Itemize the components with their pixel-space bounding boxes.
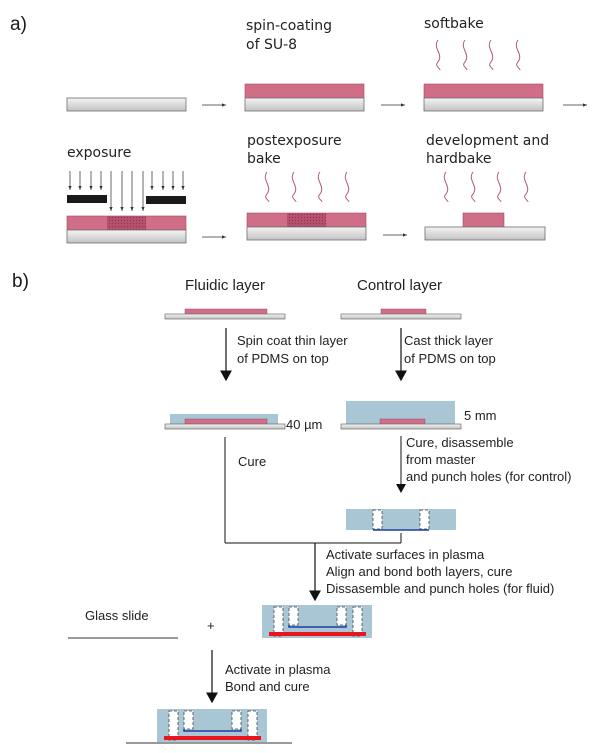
control-master — [340, 308, 462, 320]
control-layer-title: Control layer — [357, 277, 442, 294]
heat-wave-icon — [344, 171, 350, 203]
control-punch-hole — [231, 710, 242, 730]
control-punch-hole — [288, 606, 299, 626]
control-block — [346, 509, 456, 531]
bonded-chip — [262, 605, 372, 638]
heat-waves — [264, 171, 350, 203]
label-peb-line2: bake — [247, 151, 281, 167]
step-substrate — [66, 97, 187, 112]
heat-wave-icon — [496, 171, 502, 203]
heat-wave-icon — [515, 39, 521, 71]
bond-line2: Align and bond both layers, cure — [326, 564, 512, 579]
control-punch-hole — [183, 710, 194, 730]
heat-waves — [443, 171, 529, 203]
fluidic-pdms — [164, 414, 286, 430]
control-cure-line3: and punch holes (for control) — [406, 469, 571, 484]
su8-layer — [423, 83, 544, 99]
heat-wave-icon — [488, 39, 494, 71]
wafer — [340, 313, 462, 320]
fluid-punch-hole — [247, 710, 258, 741]
step-development: development and hardbake — [424, 133, 549, 241]
heat-wave-icon — [523, 171, 529, 203]
wafer — [244, 97, 365, 112]
panel-a-label: a) — [10, 14, 27, 35]
fluid-punch-hole — [168, 710, 179, 741]
final-line2: Bond and cure — [225, 679, 310, 694]
exposed-region — [287, 213, 326, 227]
final-chip-on-glass — [157, 709, 267, 742]
wafer — [423, 97, 544, 112]
final-line1: Activate in plasma — [225, 662, 331, 677]
wafer — [340, 423, 462, 430]
step-exposure: exposure — [66, 145, 187, 244]
su8-pattern — [184, 308, 268, 315]
panel-b-label: b) — [12, 271, 29, 292]
cast-line2: of PDMS on top — [404, 351, 496, 366]
su8-layer — [244, 83, 365, 99]
pdms-control-block — [346, 509, 456, 530]
wafer — [164, 423, 286, 430]
su8-pattern — [379, 418, 426, 425]
heat-waves — [435, 39, 521, 71]
heat-wave-icon — [470, 171, 476, 203]
wafer — [66, 97, 187, 112]
fluidic-cure-label: Cure — [238, 454, 266, 469]
label-peb-line1: postexposure — [247, 133, 342, 149]
fluidic-layer-title: Fluidic layer — [185, 277, 265, 294]
step-spin-coating: spin-coating of SU-8 — [244, 18, 365, 112]
control-punch-hole — [336, 606, 347, 626]
fluidic-layer — [164, 736, 261, 740]
label-dev-line1: development and — [426, 133, 549, 149]
control-channel — [288, 625, 347, 628]
label-dev-line2: hardbake — [426, 151, 492, 167]
heat-wave-icon — [435, 39, 441, 71]
heat-wave-icon — [264, 171, 270, 203]
control-cure-line2: from master — [406, 452, 476, 467]
bond-line1: Activate surfaces in plasma — [326, 547, 485, 562]
punch-hole — [372, 509, 383, 530]
thickness-5mm: 5 mm — [464, 408, 497, 423]
label-spin-line1: spin-coating — [246, 18, 332, 34]
wafer — [424, 226, 546, 241]
bond-line3: Dissasemble and punch holes (for fluid) — [326, 581, 554, 596]
cast-line1: Cast thick layer — [404, 333, 494, 348]
step-softbake: softbake — [423, 16, 544, 112]
control-channel — [183, 729, 242, 732]
thickness-40um: 40 µm — [286, 417, 322, 432]
uv-light-arrows — [68, 171, 185, 211]
label-softbake: softbake — [424, 16, 484, 32]
spin-coat-line2: of PDMS on top — [237, 351, 329, 366]
fluid-punch-hole — [273, 606, 284, 637]
su8-pattern — [380, 308, 427, 315]
wafer — [246, 226, 367, 241]
glass-slide-label: Glass slide — [85, 608, 149, 623]
control-cure-line1: Cure, disassemble — [406, 435, 514, 450]
heat-wave-icon — [317, 171, 323, 203]
punch-hole — [419, 509, 430, 530]
spin-coat-line1: Spin coat thin layer — [237, 333, 348, 348]
step-postexposure-bake: postexposure bake — [246, 133, 367, 241]
plus-sign: + — [207, 618, 215, 633]
wafer — [66, 229, 187, 244]
photomask-left — [67, 195, 107, 203]
photomask-right — [146, 196, 186, 204]
label-spin-line2: of SU-8 — [246, 37, 297, 53]
su8-pattern — [184, 418, 268, 425]
fluidic-master — [164, 308, 286, 320]
heat-wave-icon — [443, 171, 449, 203]
heat-wave-icon — [291, 171, 297, 203]
fluidic-layer — [269, 632, 366, 636]
label-exposure: exposure — [67, 145, 131, 161]
fluid-punch-hole — [352, 606, 363, 637]
su8-feature — [462, 212, 505, 228]
pdms-thick-layer — [346, 401, 455, 424]
wafer — [164, 313, 286, 320]
heat-wave-icon — [462, 39, 468, 71]
exposed-region — [107, 216, 146, 230]
control-pdms — [340, 401, 462, 430]
